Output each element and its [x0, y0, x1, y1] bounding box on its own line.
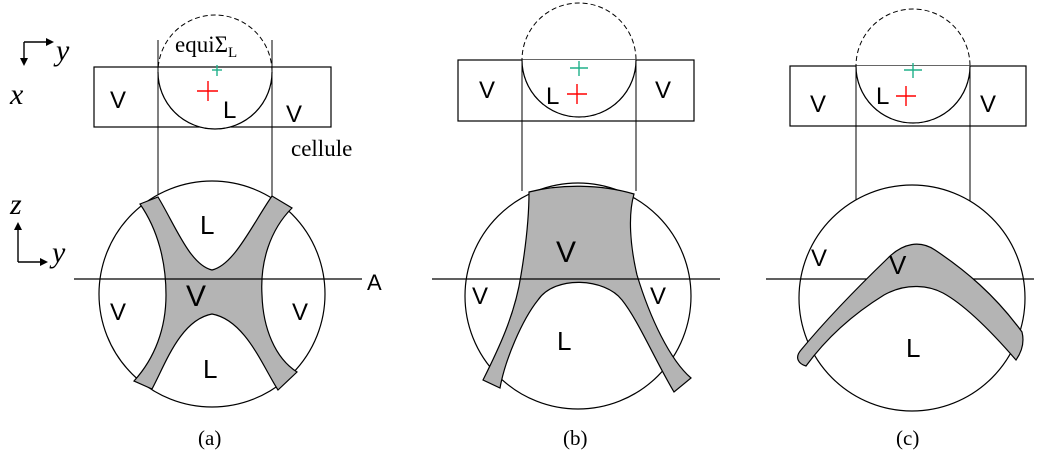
panel-a-half-circle — [157, 71, 273, 130]
panel-b-side-v-left: V — [472, 283, 488, 310]
panel-c-vapor-region — [797, 243, 1024, 367]
axis-y-label: y — [53, 34, 70, 67]
panel-a: equiΣL V L V cellule A L V V V L ( — [74, 14, 382, 450]
panel-a-center-marker — [197, 81, 218, 101]
panel-c-side-v-center: V — [889, 250, 907, 280]
panel-a-top-v-right: V — [286, 101, 302, 128]
axis-x-arrowhead — [20, 58, 28, 66]
panel-a-side-v-right: V — [292, 299, 308, 326]
panel-b-equi-marker — [570, 61, 588, 76]
panel-a-side-view: A L V V V L — [74, 180, 382, 408]
axes-xy-legend: y x — [9, 34, 70, 111]
panel-c-top-v-left: V — [810, 91, 826, 118]
panel-b-side-v-right: V — [650, 283, 666, 310]
panel-c-equi-marker — [904, 63, 922, 78]
panel-a-equi-marker — [212, 65, 222, 76]
panel-b-top-v-right: V — [655, 77, 671, 104]
axis-z-label: z — [9, 188, 22, 221]
panel-a-side-l-bottom: L — [203, 354, 217, 384]
axes-zy-legend: z y — [9, 188, 66, 269]
panel-c-side-l: L — [906, 333, 920, 363]
panel-c: V L V V V L (c) — [766, 8, 1034, 450]
panel-a-top-v-left: V — [110, 87, 126, 114]
panel-c-top-view: V L V — [789, 8, 1027, 127]
cellule-label: cellule — [291, 136, 352, 161]
panel-b-top-view: V L V — [457, 2, 695, 122]
axis-x-label: x — [9, 78, 24, 111]
panel-b-top-l: L — [546, 83, 559, 110]
axis-line-label: A — [367, 270, 382, 295]
panel-b-top-v-left: V — [479, 77, 495, 104]
panel-c-center-marker — [896, 86, 916, 106]
panel-b-side-circle — [464, 182, 692, 410]
panel-c-half-circle — [855, 65, 971, 124]
panel-a-caption: (a) — [198, 426, 221, 450]
panel-c-top-l: L — [876, 83, 889, 110]
panel-c-side-circle — [798, 184, 1026, 412]
panel-a-side-v-center: V — [186, 280, 206, 313]
panel-b-side-v-center: V — [556, 236, 576, 269]
axis-z-arrowhead — [14, 222, 22, 230]
panel-b-side-view: V V V L — [432, 182, 720, 410]
axis-y2-label: y — [49, 236, 66, 269]
panel-a-side-l-top: L — [200, 210, 214, 240]
panel-a-top-l: L — [223, 97, 236, 124]
axis-y2-arrowhead — [40, 258, 48, 266]
equi-sigma-label: equiΣL — [175, 32, 237, 61]
panel-b-half-circle — [521, 59, 637, 118]
panel-c-caption: (c) — [896, 426, 919, 450]
panel-a-top-view: equiΣL V L V cellule — [93, 14, 352, 161]
panel-c-side-view: V V L — [766, 184, 1034, 412]
panel-c-side-v-left: V — [811, 245, 827, 272]
panel-b-vapor-region — [482, 185, 692, 393]
panel-b: V L V V V V L (b) — [432, 2, 720, 450]
panel-b-center-marker — [567, 84, 587, 104]
panel-a-vapor-region — [132, 195, 298, 391]
panel-b-caption: (b) — [563, 426, 588, 450]
panel-a-side-v-left: V — [110, 299, 126, 326]
panel-c-top-v-right: V — [980, 91, 996, 118]
panel-b-side-l: L — [557, 326, 571, 356]
axis-y-arrowhead — [46, 38, 54, 46]
